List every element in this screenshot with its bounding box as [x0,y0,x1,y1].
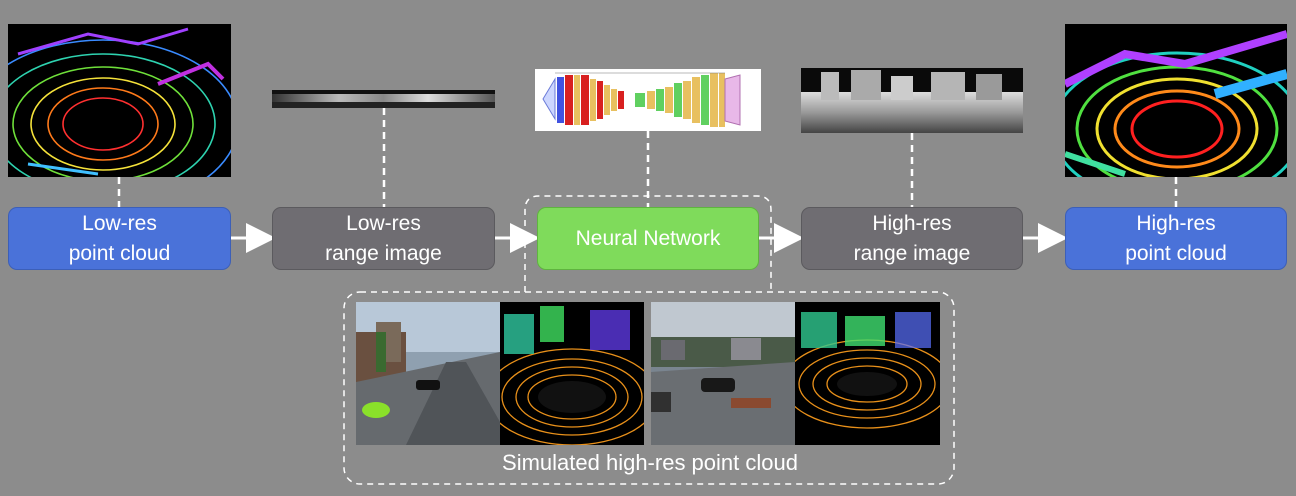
simulated-street-scene-1 [356,302,500,445]
simulated-street-scene-2 [651,302,795,445]
neural-network-label: Neural Network [575,226,721,250]
highres-point-cloud-line2: point cloud [1125,241,1227,265]
lowres-point-cloud-line2: point cloud [68,241,171,265]
highres-range-line1: High-res [872,211,952,235]
highres-point-cloud-image [1065,24,1287,177]
simulated-point-cloud-1 [500,302,644,445]
lowres-range-line2: range image [325,241,442,265]
highres-range-line2: range image [853,241,971,265]
network-dashed-frame [524,195,772,292]
lowres-range-image [272,90,495,108]
lowres-point-cloud-line1: Low-res [82,211,157,235]
lowres-point-cloud-node: Low-res point cloud [8,207,231,270]
lowres-range-line1: Low-res [346,211,421,235]
highres-range-image [801,68,1023,133]
lowres-point-cloud-image [8,24,231,177]
training-data-frame [343,291,955,485]
lowres-range-image-node: Low-res range image [272,207,495,270]
highres-point-cloud-line1: High-res [1136,211,1216,235]
neural-network-node: Neural Network [537,207,759,270]
network-architecture-image [535,69,761,131]
simulated-point-cloud-2 [795,302,940,445]
highres-range-image-node: High-res range image [801,207,1023,270]
highres-point-cloud-node: High-res point cloud [1065,207,1287,270]
simulated-caption: Simulated high-res point cloud [502,450,798,475]
